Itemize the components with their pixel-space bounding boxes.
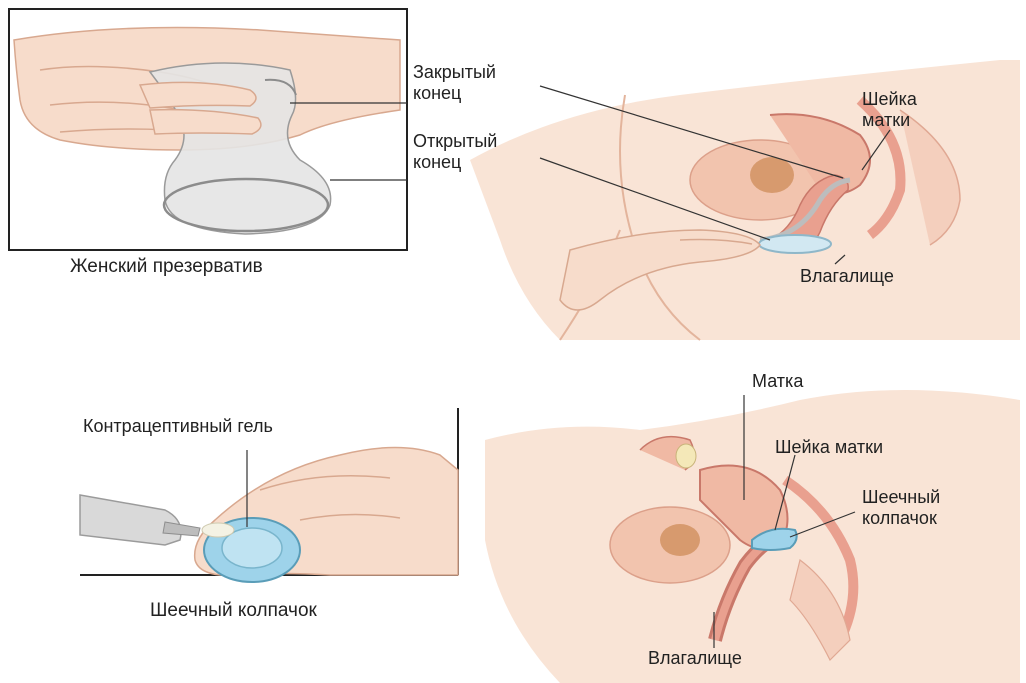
gel-label: Контрацептивный гель bbox=[83, 416, 273, 437]
vagina-label-bottom: Влагалище bbox=[648, 648, 742, 669]
gel-drop bbox=[202, 523, 234, 537]
cap-insertion-panel bbox=[485, 390, 1020, 683]
cervix-label-bottom: Шейка матки bbox=[775, 437, 883, 458]
condom-open-end bbox=[759, 235, 831, 253]
uterus-label: Матка bbox=[752, 371, 803, 392]
closed-end-label: Закрытый конец bbox=[413, 62, 496, 104]
female-condom-panel bbox=[9, 9, 407, 250]
female-condom-caption: Женский презерватив bbox=[70, 256, 263, 278]
open-end-label: Открытый конец bbox=[413, 131, 497, 173]
cervical-cap-caption: Шеечный колпачок bbox=[150, 600, 317, 622]
cervix-label-top: Шейка матки bbox=[862, 89, 917, 131]
condom-insertion-panel bbox=[470, 60, 1020, 340]
gel-tube bbox=[80, 495, 181, 545]
vagina-label-top: Влагалище bbox=[800, 266, 894, 287]
cervical-cap-label: Шеечный колпачок bbox=[862, 487, 940, 529]
